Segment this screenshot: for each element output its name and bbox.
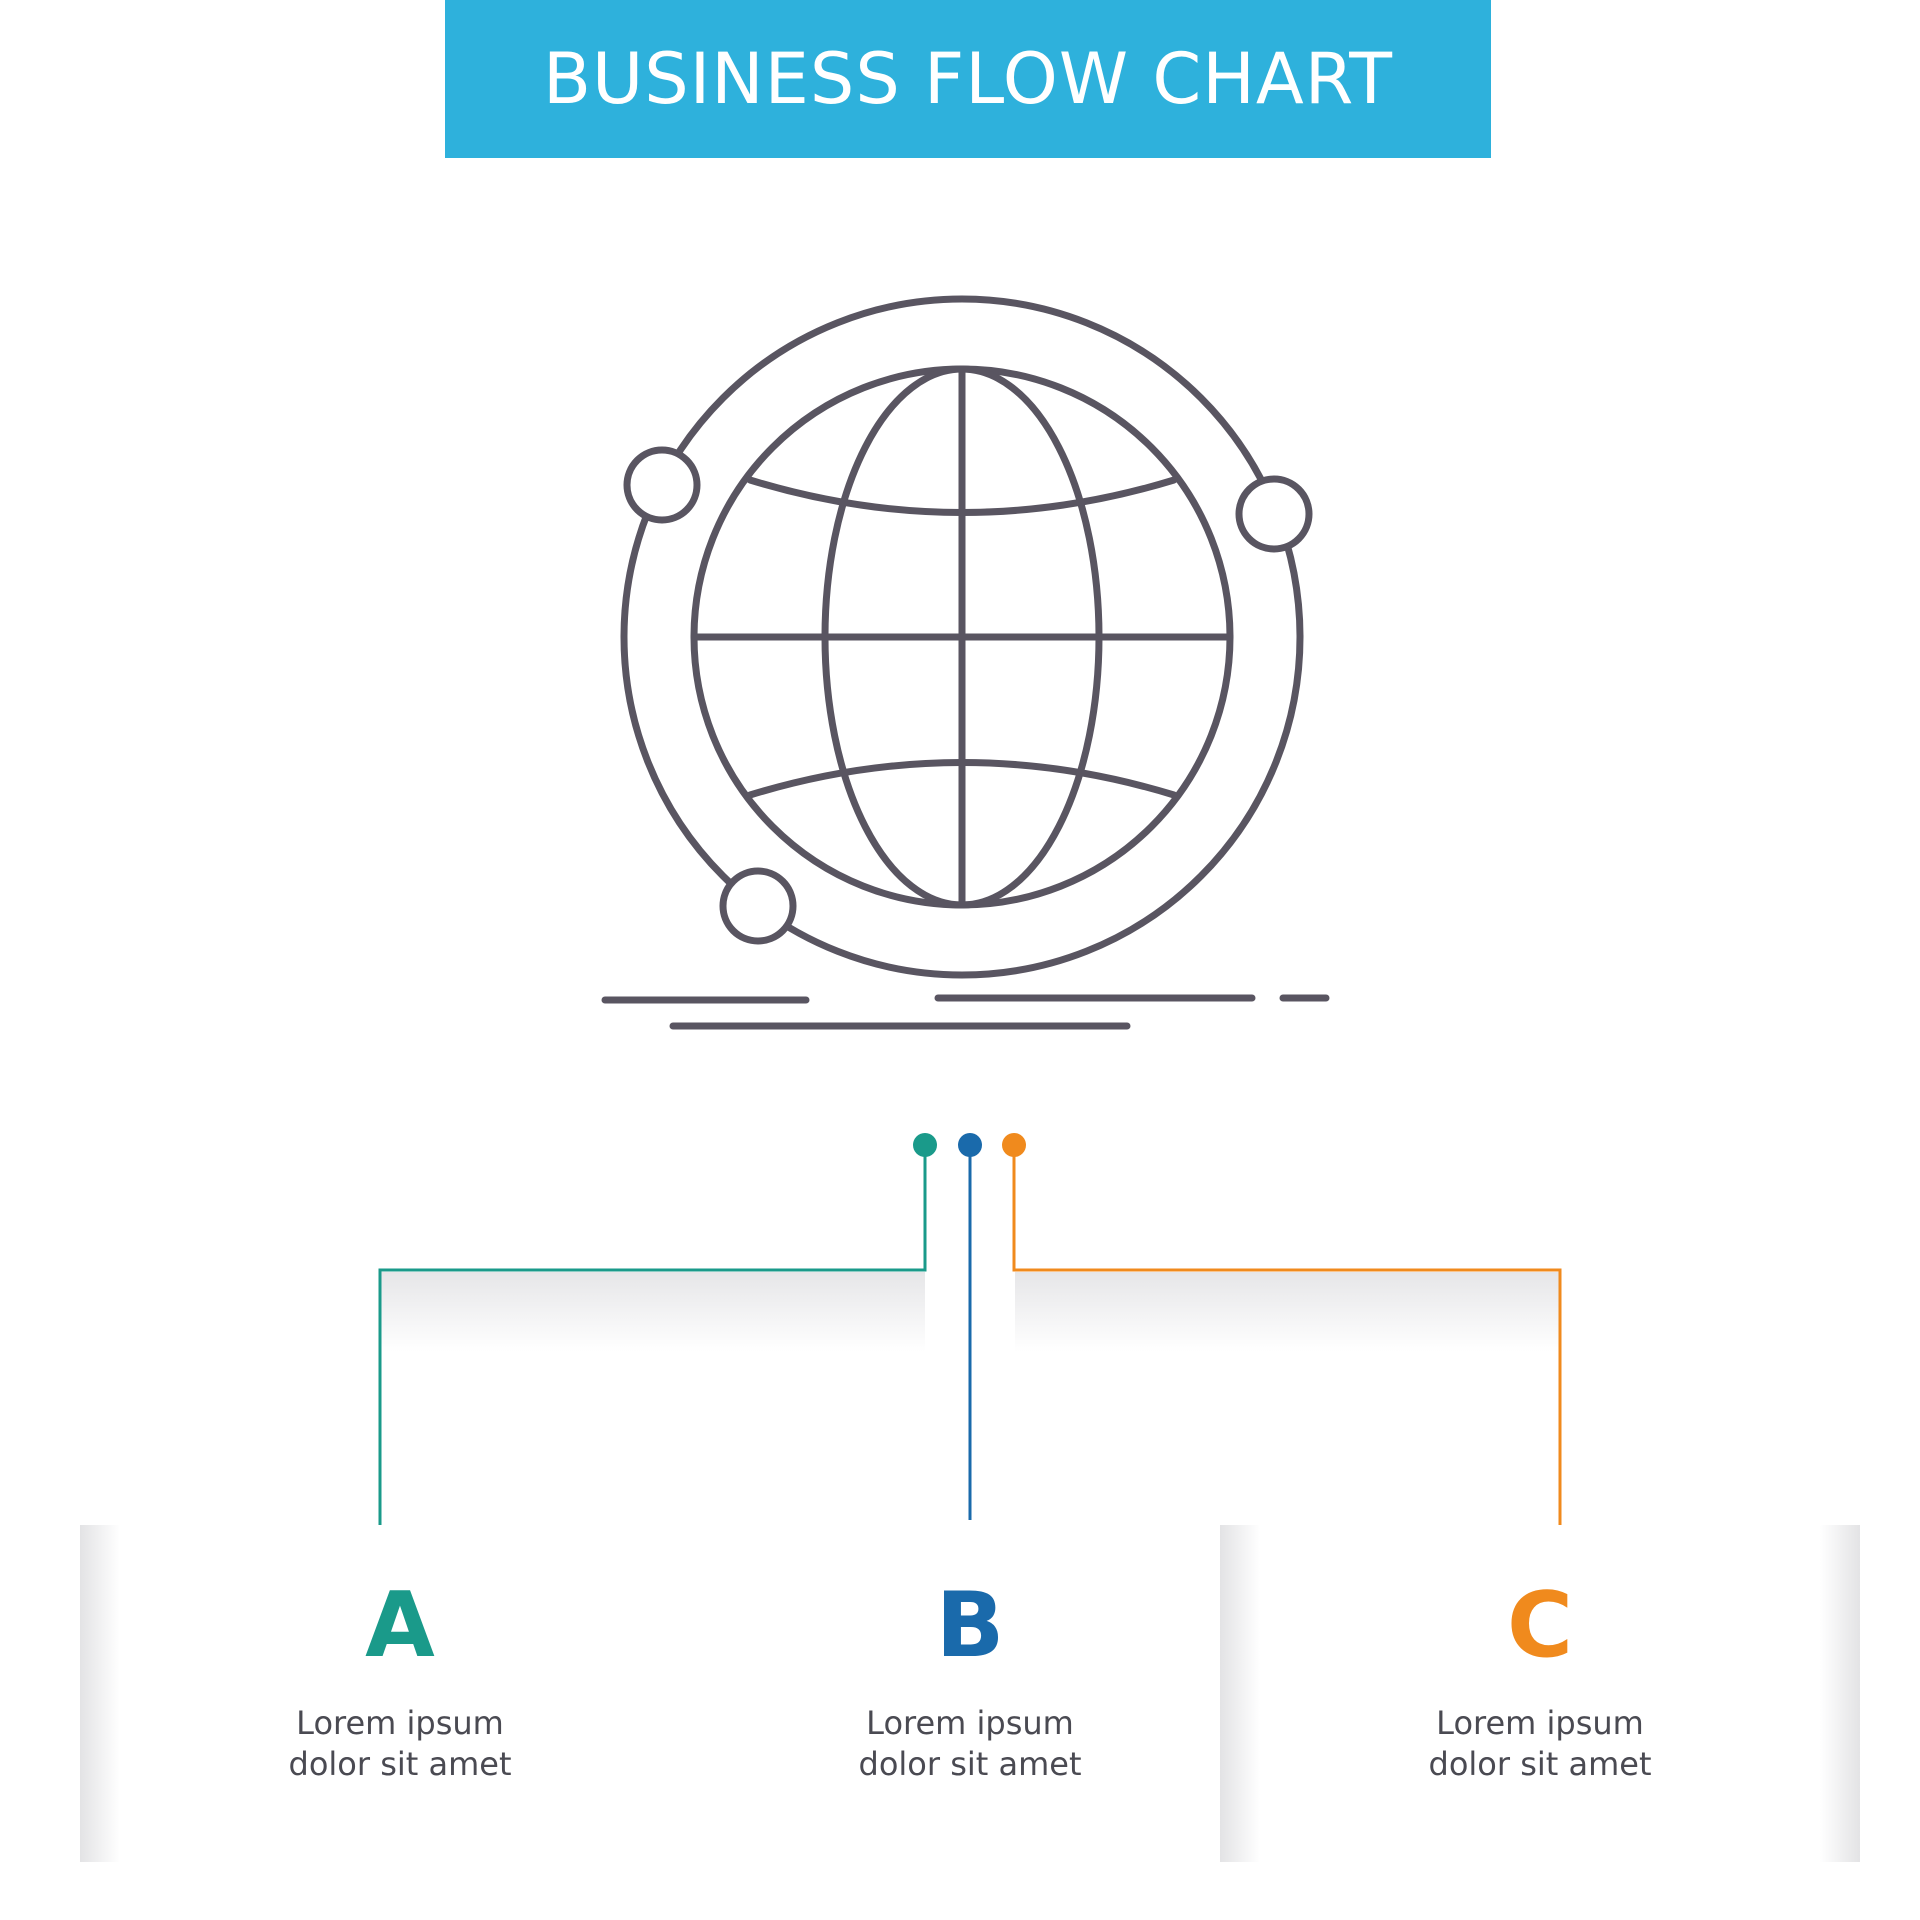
step-text-b-line1: Lorem ipsum bbox=[866, 1704, 1074, 1742]
step-letter-a: A bbox=[365, 1573, 435, 1678]
step-text-a-line2: dolor sit amet bbox=[288, 1745, 512, 1783]
globe-parallel-top bbox=[746, 476, 1178, 516]
step-letter-c: C bbox=[1506, 1573, 1574, 1678]
orbit-ring bbox=[620, 295, 1304, 979]
page-title: BUSINESS FLOW CHART bbox=[542, 38, 1394, 120]
step-text-c: Lorem ipsum dolor sit amet bbox=[1220, 1703, 1860, 1785]
step-text-a: Lorem ipsum dolor sit amet bbox=[80, 1703, 720, 1785]
step-card-b: B Lorem ipsum dolor sit amet bbox=[645, 1525, 1295, 1862]
connector-line-c bbox=[1012, 1145, 1562, 1540]
satellite-node-bottom bbox=[719, 867, 797, 945]
step-card-a: A Lorem ipsum dolor sit amet bbox=[80, 1525, 720, 1862]
globe-network-icon bbox=[601, 295, 1330, 1030]
connector-shade-left bbox=[380, 1272, 925, 1352]
satellite-node-right bbox=[1235, 475, 1313, 553]
connector-line-a bbox=[378, 1145, 927, 1540]
title-banner: BUSINESS FLOW CHART bbox=[445, 0, 1491, 158]
step-text-c-line1: Lorem ipsum bbox=[1436, 1704, 1644, 1742]
connector-shade-right bbox=[1015, 1272, 1560, 1352]
globe-parallel-bottom bbox=[746, 759, 1178, 799]
step-text-a-line1: Lorem ipsum bbox=[296, 1704, 504, 1742]
step-text-b-line2: dolor sit amet bbox=[858, 1745, 1082, 1783]
step-text-c-line2: dolor sit amet bbox=[1428, 1745, 1652, 1783]
satellite-node-left bbox=[623, 446, 701, 524]
step-letter-b: B bbox=[935, 1573, 1005, 1678]
step-card-c: C Lorem ipsum dolor sit amet bbox=[1220, 1525, 1860, 1862]
step-text-b: Lorem ipsum dolor sit amet bbox=[645, 1703, 1295, 1785]
